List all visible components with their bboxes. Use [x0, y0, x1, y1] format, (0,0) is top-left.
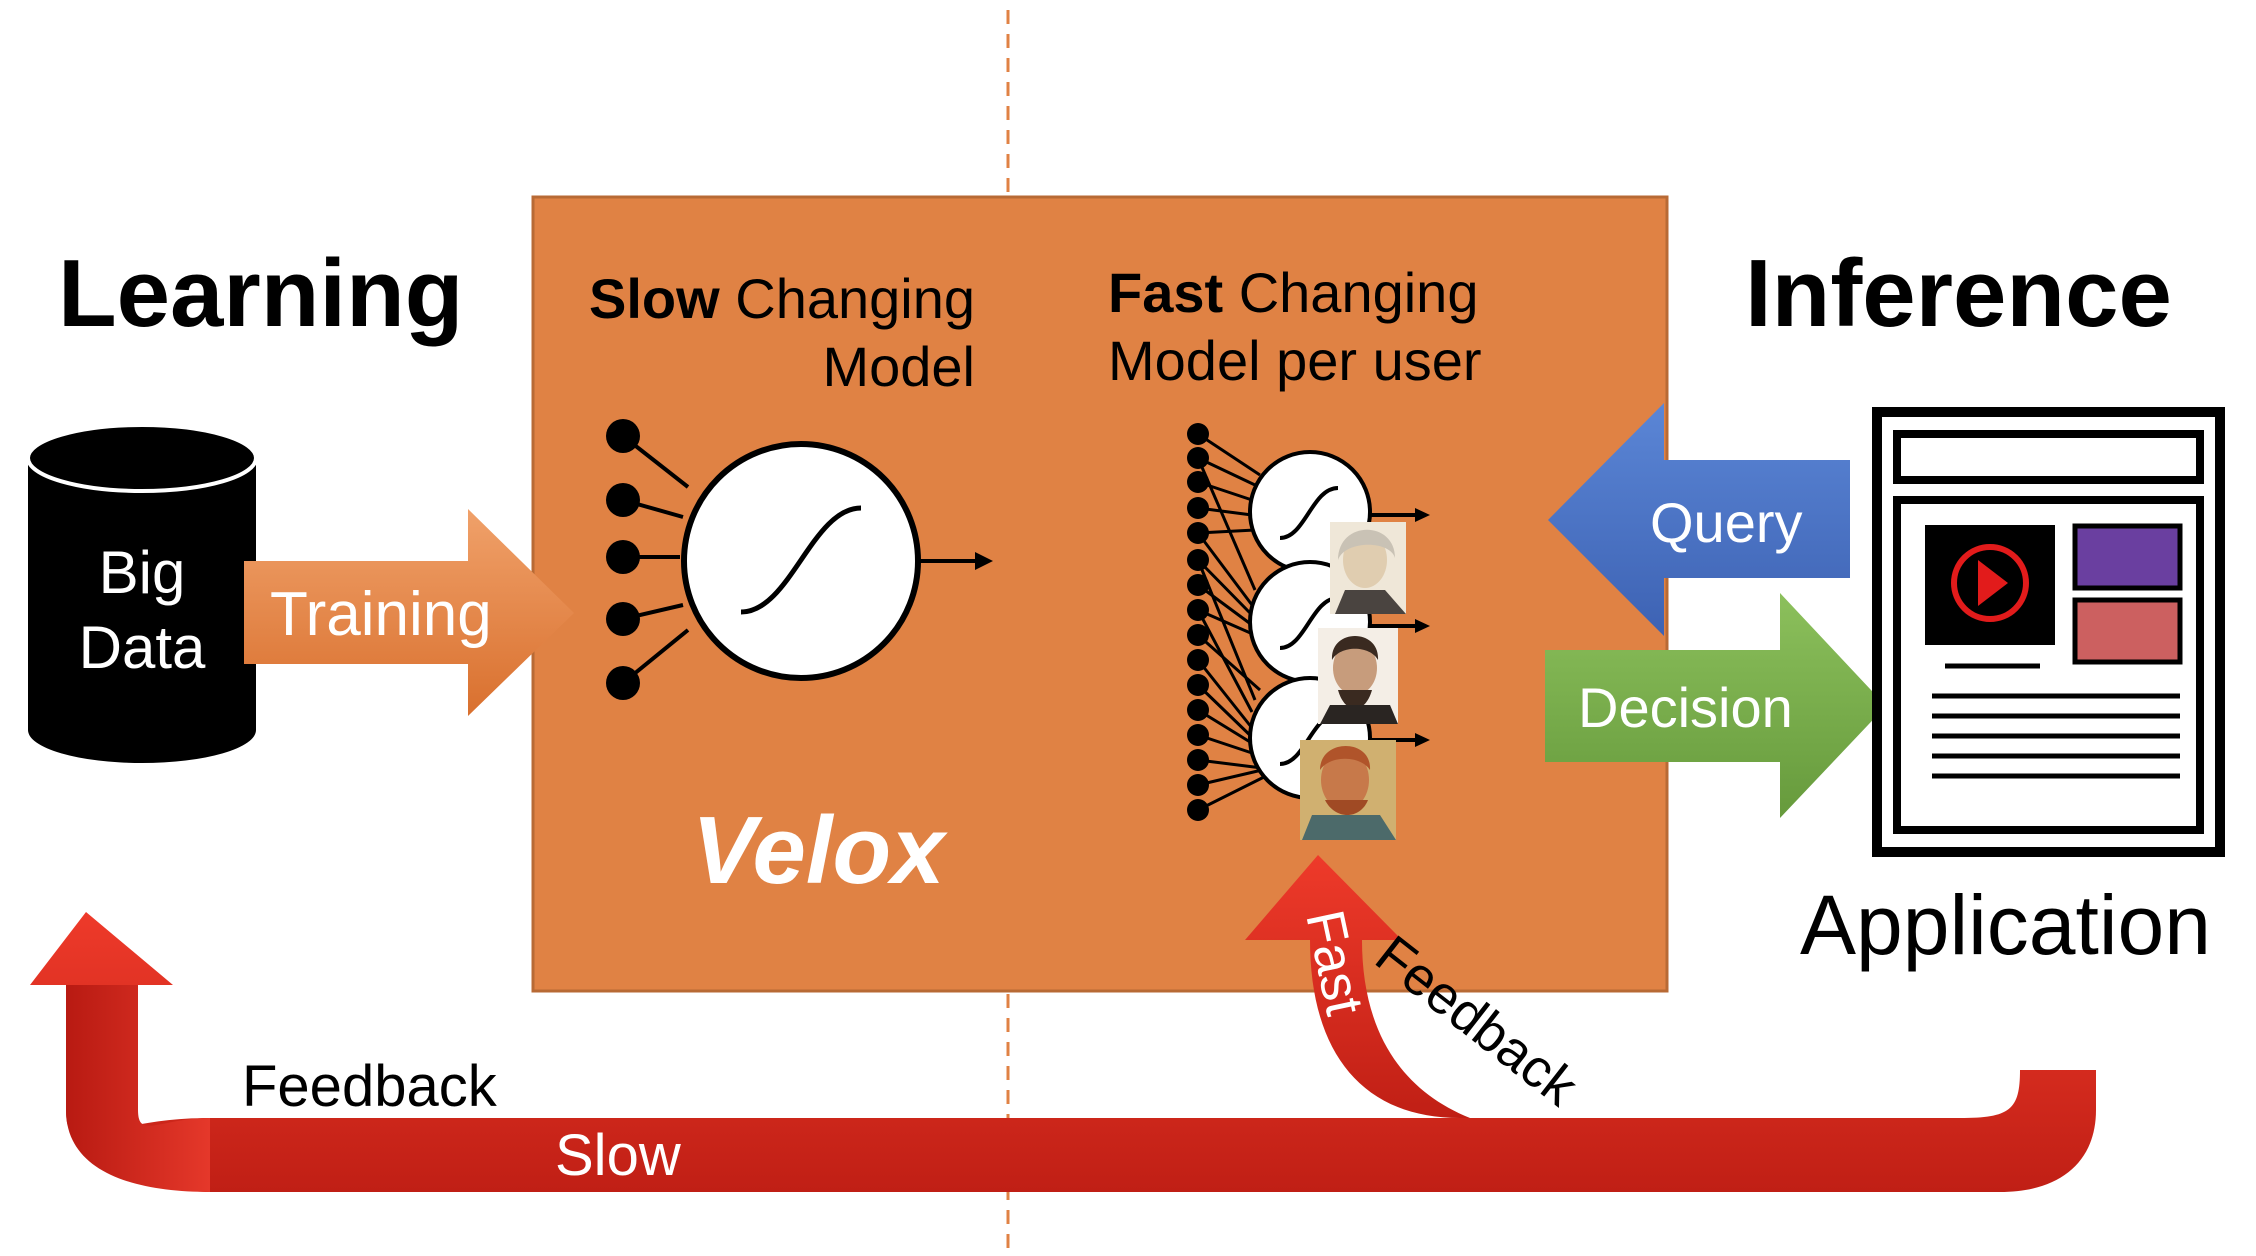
decision-label: Decision	[1578, 676, 1793, 739]
slow-model-title: Slow Changing	[589, 267, 975, 330]
user-face-icon	[1300, 740, 1396, 840]
user-face-icon	[1330, 522, 1406, 614]
slow-feedback-label: Feedback	[242, 1054, 498, 1119]
database-icon	[26, 423, 258, 763]
training-arrow	[244, 509, 574, 716]
fast-model-title: Fast Changing	[1108, 261, 1478, 324]
decision-arrow	[1545, 593, 1886, 818]
user-face-icon	[1318, 628, 1398, 724]
slow-model-title-line2: Model	[822, 335, 975, 398]
query-label: Query	[1650, 491, 1803, 554]
play-icon	[1951, 544, 2029, 622]
perceptron-icon	[606, 419, 993, 700]
inference-heading: Inference	[1745, 240, 2172, 347]
database-label-line1: Big	[99, 539, 186, 606]
query-arrow	[1548, 403, 1850, 636]
velox-label: Velox	[692, 797, 948, 904]
application-label: Application	[1800, 878, 2211, 972]
web-page-icon	[1872, 407, 2225, 857]
slow-feedback-arrow-shaft	[66, 985, 210, 1192]
fast-feedback-arrow	[1245, 855, 1470, 1118]
fast-model-title-line2: Model per user	[1108, 329, 1482, 392]
training-label: Training	[270, 580, 492, 649]
database-label-line2: Data	[79, 614, 206, 681]
learning-heading: Learning	[58, 240, 463, 347]
slow-feedback-arrow	[30, 912, 2096, 1192]
slow-feedback-speed: Slow	[555, 1123, 682, 1188]
